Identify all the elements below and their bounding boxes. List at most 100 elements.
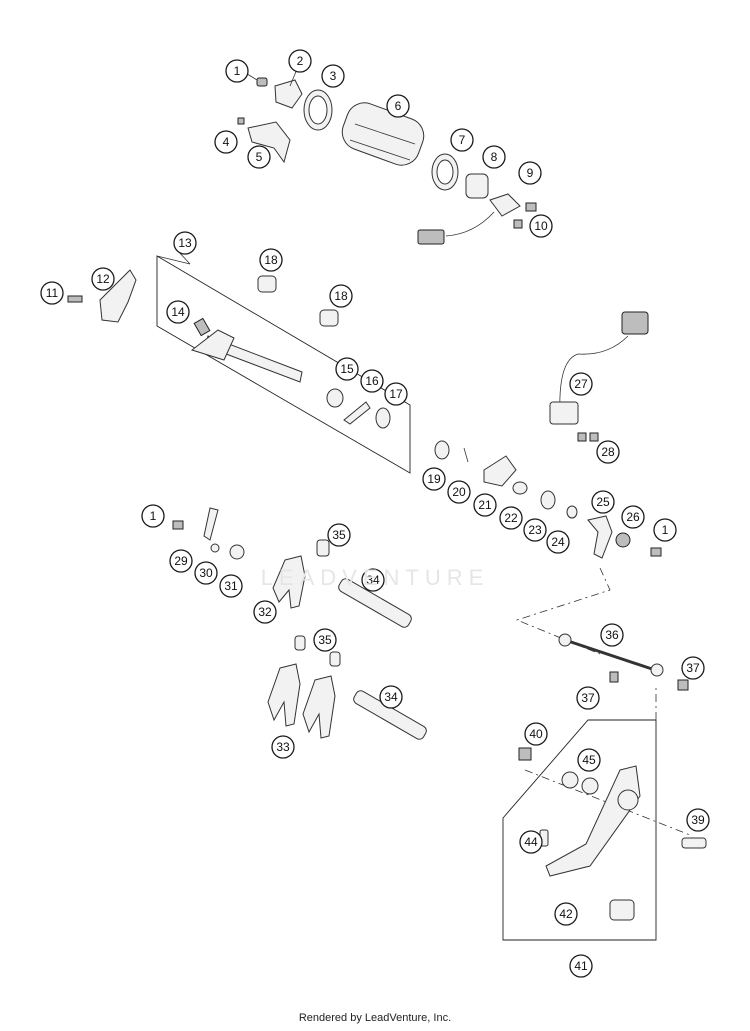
callout-31: 31 [219, 574, 243, 598]
svg-text:12: 12 [96, 272, 110, 286]
svg-text:34: 34 [366, 573, 380, 587]
svg-text:24: 24 [551, 535, 565, 549]
group-box-13 [156, 255, 411, 474]
svg-text:28: 28 [601, 445, 615, 459]
callout-39: 39 [686, 808, 710, 832]
shift-shaft [190, 275, 391, 429]
callout-7: 7 [450, 128, 474, 152]
svg-text:30: 30 [199, 566, 213, 580]
callout-9: 9 [518, 161, 542, 185]
svg-text:21: 21 [478, 498, 492, 512]
callout-33: 33 [271, 735, 295, 759]
callout-35a: 35 [327, 523, 351, 547]
watermark-text: LEADVENTURE [260, 565, 490, 590]
svg-text:27: 27 [574, 377, 588, 391]
svg-text:37: 37 [686, 661, 700, 675]
callout-35b: 35 [313, 628, 337, 652]
callout-11: 11 [40, 281, 64, 305]
callout-5: 5 [247, 145, 271, 169]
callout-19: 19 [422, 467, 446, 491]
svg-text:16: 16 [365, 374, 379, 388]
callout-17: 17 [384, 382, 408, 406]
callout-34b: 34 [379, 685, 403, 709]
callout-25: 25 [591, 490, 615, 514]
svg-text:26: 26 [626, 510, 640, 524]
svg-text:29: 29 [174, 554, 188, 568]
svg-text:10: 10 [534, 219, 548, 233]
svg-text:1: 1 [662, 523, 669, 537]
shift-lever [518, 747, 707, 921]
svg-text:18: 18 [264, 253, 278, 267]
footer-credit: Rendered by LeadVenture, Inc. [298, 1012, 452, 1024]
svg-text:1: 1 [234, 64, 241, 78]
callout-32: 32 [253, 600, 277, 624]
svg-text:42: 42 [559, 907, 573, 921]
svg-text:39: 39 [691, 813, 705, 827]
callout-12: 12 [91, 267, 115, 291]
svg-text:13: 13 [178, 236, 192, 250]
shift-bracket [67, 269, 137, 323]
alignment-line-bolt [524, 769, 691, 836]
callout-4: 4 [214, 130, 238, 154]
shift-mechanism-small-parts [434, 440, 662, 559]
callout-16: 16 [360, 369, 384, 393]
callout-21: 21 [473, 493, 497, 517]
svg-text:1: 1 [150, 509, 157, 523]
svg-text:4: 4 [223, 135, 230, 149]
callout-18b: 18 [329, 284, 353, 308]
callout-22: 22 [499, 506, 523, 530]
callout-42: 42 [554, 902, 578, 926]
svg-text:41: 41 [574, 959, 588, 973]
svg-text:7: 7 [459, 133, 466, 147]
gear-sensor [549, 311, 649, 442]
callout-1: 1 [225, 59, 249, 83]
svg-text:33: 33 [276, 740, 290, 754]
svg-text:5: 5 [256, 150, 263, 164]
callout-6: 6 [386, 94, 410, 118]
svg-text:35: 35 [332, 528, 346, 542]
callout-29: 29 [169, 549, 193, 573]
callout-41: 41 [569, 954, 593, 978]
svg-text:23: 23 [528, 523, 542, 537]
callout-3: 3 [321, 64, 345, 88]
svg-text:25: 25 [596, 495, 610, 509]
callout-26: 26 [621, 505, 645, 529]
svg-text:36: 36 [605, 628, 619, 642]
callout-24: 24 [546, 530, 570, 554]
svg-text:32: 32 [258, 605, 272, 619]
callout-15: 15 [335, 357, 359, 381]
group-box-41 [502, 719, 657, 941]
callout-1c: 1 [141, 504, 165, 528]
callout-30: 30 [194, 561, 218, 585]
svg-text:9: 9 [527, 166, 534, 180]
callout-27: 27 [569, 372, 593, 396]
svg-text:17: 17 [389, 387, 403, 401]
callout-28: 28 [596, 440, 620, 464]
callout-2: 2 [288, 49, 312, 73]
callout-14: 14 [166, 300, 190, 324]
svg-text:2: 2 [297, 54, 304, 68]
callout-44: 44 [519, 830, 543, 854]
callout-40: 40 [524, 722, 548, 746]
callout-8: 8 [482, 145, 506, 169]
svg-text:6: 6 [395, 99, 402, 113]
svg-text:15: 15 [340, 362, 354, 376]
svg-text:14: 14 [171, 305, 185, 319]
callout-1b: 1 [653, 518, 677, 542]
callout-45: 45 [577, 748, 601, 772]
svg-text:45: 45 [582, 753, 596, 767]
svg-text:20: 20 [452, 485, 466, 499]
svg-text:44: 44 [524, 835, 538, 849]
svg-text:37: 37 [581, 691, 595, 705]
callout-37b: 37 [576, 686, 600, 710]
callout-34a: 34 [361, 568, 385, 592]
shift-drum-assembly [237, 77, 537, 245]
svg-text:31: 31 [224, 579, 238, 593]
svg-text:34: 34 [384, 690, 398, 704]
svg-text:18: 18 [334, 289, 348, 303]
shift-linkage [558, 633, 689, 691]
callout-18a: 18 [259, 248, 283, 272]
callout-37a: 37 [681, 656, 705, 680]
svg-text:8: 8 [491, 150, 498, 164]
alignment-line [515, 567, 611, 655]
